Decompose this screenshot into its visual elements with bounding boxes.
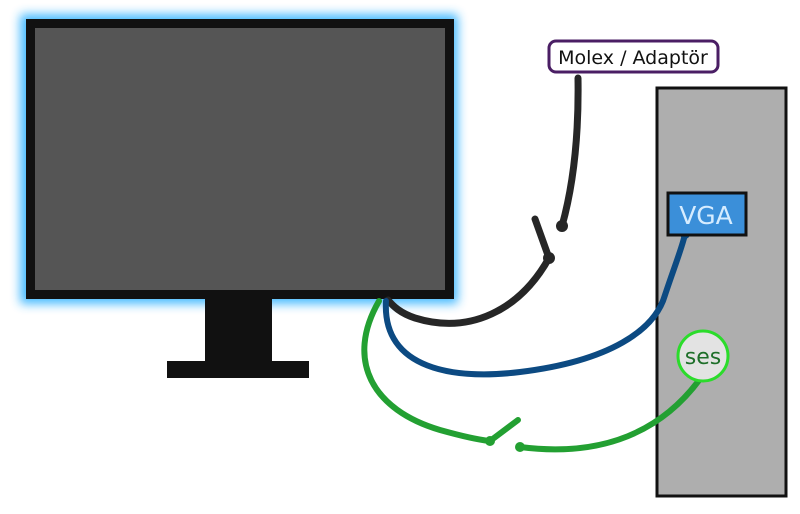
power-cable-break-tick xyxy=(531,215,553,262)
power-cable-end-dot xyxy=(556,220,568,232)
audio-cable xyxy=(361,298,703,453)
audio-port: ses xyxy=(676,329,730,383)
monitor-neck xyxy=(205,299,272,363)
power-label-text: Molex / Adaptör xyxy=(558,47,708,69)
audio-port-circle xyxy=(676,329,730,383)
vga-cable xyxy=(382,231,688,378)
audio-port-label: ses xyxy=(685,345,721,370)
monitor xyxy=(20,14,458,378)
audio-cable-monitor-segment xyxy=(361,298,493,444)
audio-cable-break-tick xyxy=(487,417,521,444)
power-label: Molex / Adaptör xyxy=(547,39,720,74)
power-cable-monitor-segment xyxy=(384,254,553,327)
audio-cable-end-dot xyxy=(515,442,525,452)
power-cable-joint-dot xyxy=(543,252,555,264)
pc-tower xyxy=(655,86,788,498)
power-label-box xyxy=(547,39,720,74)
audio-cable-joint-dot xyxy=(485,436,495,446)
power-cable-adapter-segment xyxy=(558,74,582,230)
monitor-base xyxy=(167,361,309,378)
audio-cable-pc-segment xyxy=(517,376,703,453)
monitor-screen xyxy=(35,28,445,290)
vga-port-label: VGA xyxy=(679,201,733,230)
vga-port-box xyxy=(666,191,748,237)
vga-port: VGA xyxy=(666,191,748,237)
power-cable xyxy=(384,74,582,327)
